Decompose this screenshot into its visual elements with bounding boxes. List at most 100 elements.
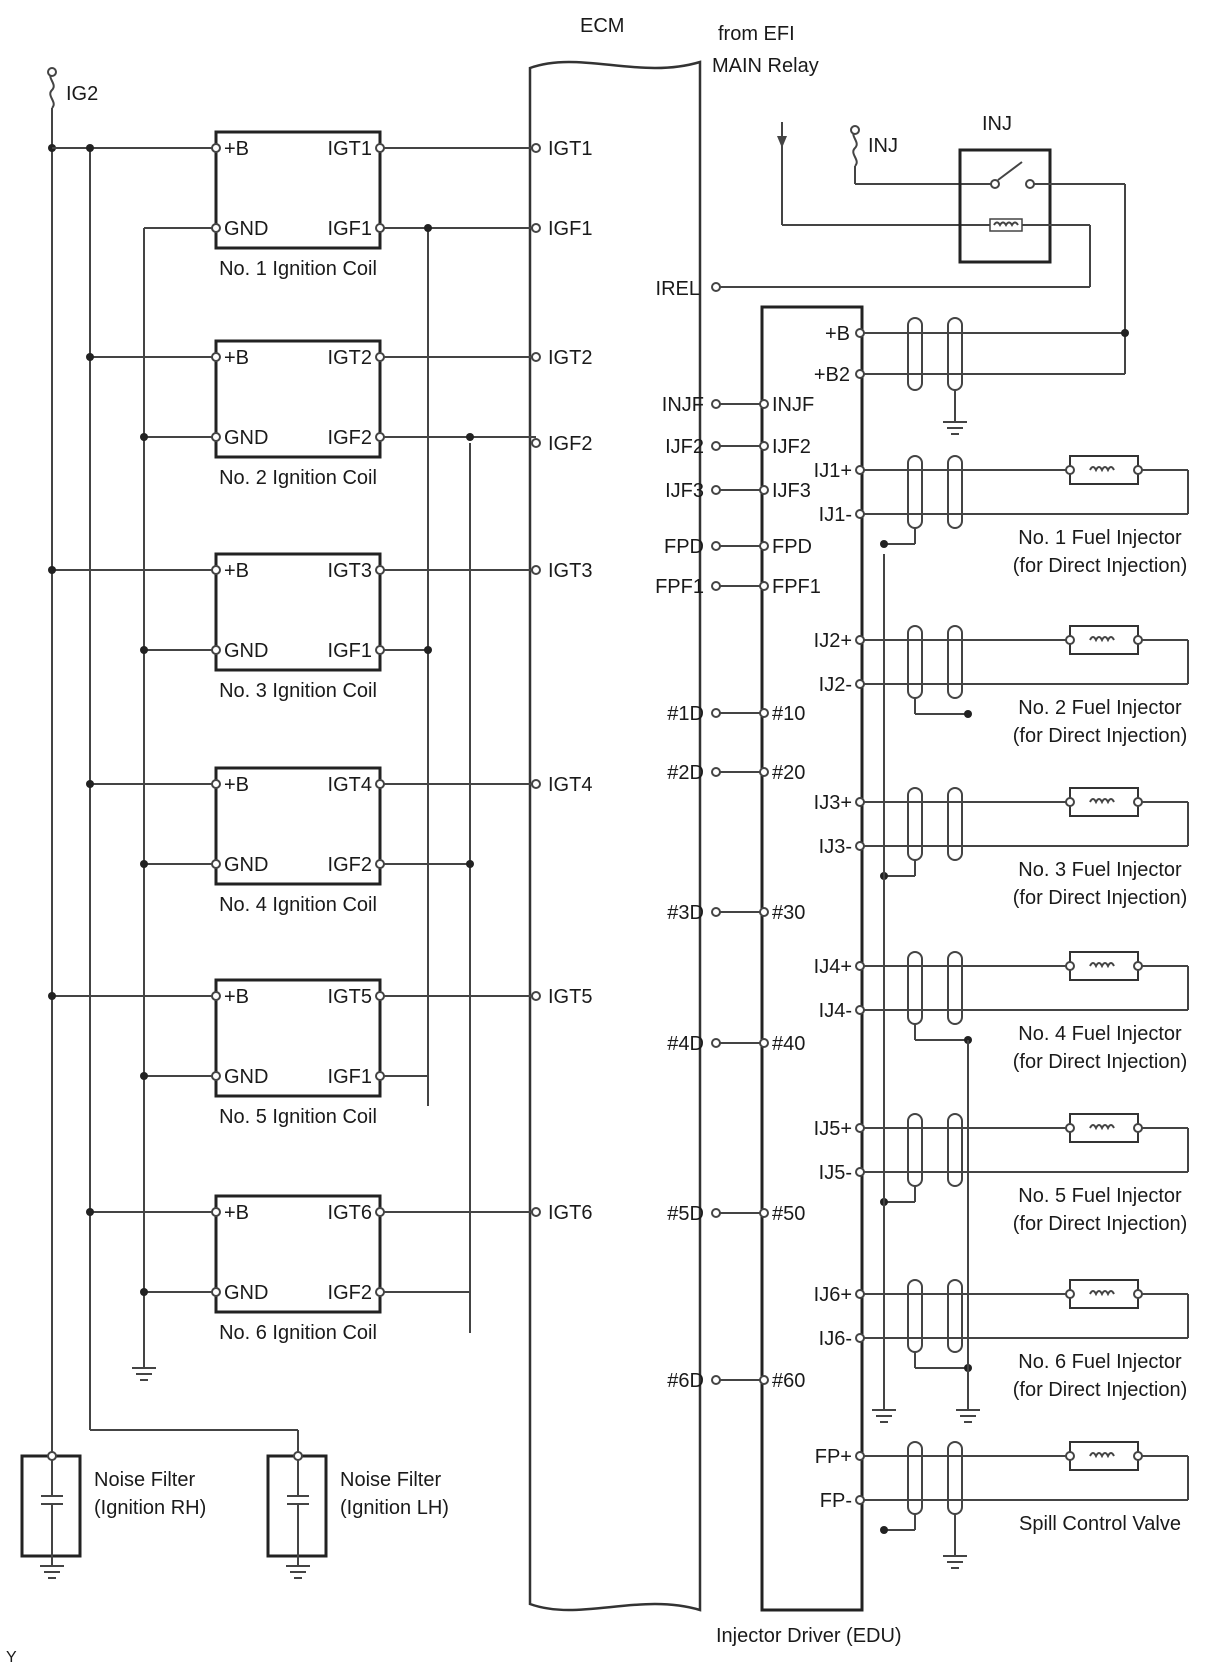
ecm-pin-label: IGT6 (548, 1202, 592, 1224)
injector-plus-label: IJ6+ (814, 1284, 852, 1306)
injector-minus-label: IJ1- (819, 504, 852, 526)
injector-plus-pin (855, 1289, 865, 1299)
ecm-pin-label: IGT5 (548, 986, 592, 1008)
irel-label: IREL (656, 278, 700, 300)
injector-7: FP+FP-Spill Control Valve (815, 1441, 1189, 1535)
ecm-right-label: INJF (662, 394, 704, 416)
shield-icon (947, 1441, 963, 1515)
coil-name-label: No. 1 Ignition Coil (219, 258, 377, 280)
injector-sub-label: (for Direct Injection) (1013, 555, 1188, 577)
fuse-ig2-terminal (47, 67, 57, 77)
edu-left-label: INJF (772, 394, 814, 416)
injector-ground-b-icon (956, 1400, 980, 1423)
injector-sub-label: (for Direct Injection) (1013, 725, 1188, 747)
inj-fuse-label: INJ (868, 135, 898, 157)
shield-icon (907, 455, 923, 529)
injector-name-label: No. 3 Fuel Injector (1018, 859, 1182, 881)
coil-gnd-pin (211, 645, 221, 655)
ecm-right-pin (711, 907, 721, 917)
edu-pin-terminal (855, 328, 865, 338)
ecm-right-label: FPD (664, 536, 704, 558)
edu-left-pin (759, 1038, 769, 1048)
injector-plus-label: FP+ (815, 1446, 852, 1468)
relay-switch-icon (990, 161, 1035, 189)
ecm-right-label: #3D (667, 902, 704, 924)
injector-terminal-b (1133, 1451, 1143, 1461)
injector-body (1069, 1113, 1139, 1143)
injector-body (1069, 1279, 1139, 1309)
coil-gnd-pin (211, 1287, 221, 1297)
coil-igt-label: IGT4 (328, 774, 372, 796)
coil-name-label: No. 3 Ignition Coil (219, 680, 377, 702)
ecm-right-pin (711, 1208, 721, 1218)
noise-filter-ground-icon (40, 1556, 64, 1579)
ecm-pin-igt4: IGT4 (531, 774, 592, 796)
edu-left-label: #50 (772, 1203, 805, 1225)
injector-body (1069, 1441, 1139, 1471)
from-efi-label-1: from EFI (718, 23, 795, 45)
ecm-pin-igt2: IGT2 (531, 347, 592, 369)
coil-gnd-pin (211, 859, 221, 869)
injector-plus-pin (855, 465, 865, 475)
efi-arrow-icon (777, 136, 787, 148)
edu-pin-label: +B2 (814, 364, 850, 386)
inj-relay-box (958, 148, 1052, 264)
ecm-edu-link-7: #2D #20 (667, 762, 805, 784)
injector-body (1069, 455, 1139, 485)
ecm-right-pin (711, 767, 721, 777)
ecm-pin-label: IGT2 (548, 347, 592, 369)
noise-filter-side: (Ignition LH) (340, 1497, 449, 1519)
shield-icon (907, 787, 923, 861)
edu-left-label: FPF1 (772, 576, 821, 598)
injector-3: IJ3+IJ3-No. 3 Fuel Injector(for Direct I… (814, 787, 1189, 909)
shield-icon (947, 1279, 963, 1353)
coil-gnd-junction (140, 1288, 148, 1296)
ecm-pin-terminal (531, 352, 541, 362)
coil-gnd-junction (140, 1072, 148, 1080)
injector-body (1069, 951, 1139, 981)
ecm-right-pin (711, 485, 721, 495)
coil-gnd-pin (211, 223, 221, 233)
injector-terminal-a (1065, 635, 1075, 645)
coil-gnd-label: GND (224, 427, 268, 449)
injector-coil-icon (1065, 1279, 1143, 1309)
coil-b-label: +B (224, 560, 249, 582)
ignition-coil-box (214, 978, 382, 1098)
edu-box (760, 305, 864, 1612)
coil-igf-label: IGF1 (328, 1066, 372, 1088)
edu-left-label: #40 (772, 1033, 805, 1055)
injector-body (1069, 787, 1139, 817)
coil-igf-pin (375, 223, 385, 233)
edu-left-pin (759, 485, 769, 495)
injector-coil-winding (1089, 1452, 1115, 1459)
edu-left-label: IJF3 (772, 480, 811, 502)
ecm-right-label: FPF1 (655, 576, 704, 598)
ecm-edu-link-8: #3D#30 (667, 902, 805, 924)
coil-b-junction-2 (86, 144, 94, 152)
ecm-right-label: #2D (667, 762, 704, 784)
ecm-pin-terminal (531, 223, 541, 233)
ecm-right-pin (711, 708, 721, 718)
ecm-right-label: IJF3 (665, 480, 704, 502)
coil-b-pin (211, 779, 221, 789)
coil-b-junction (86, 353, 94, 361)
shield-icon (947, 317, 963, 391)
ecm-edu-link-3: IJF3 IJF3 (665, 480, 811, 502)
ecm-pin-terminal (531, 438, 541, 448)
coil-b-label: +B (224, 774, 249, 796)
injector-body (1069, 625, 1139, 655)
coil-b-label: +B (224, 986, 249, 1008)
edu-pin-terminal (855, 369, 865, 379)
edu-left-label: #20 (772, 762, 805, 784)
coil-name-label: No. 2 Ignition Coil (219, 467, 377, 489)
ecm-pin-terminal (531, 991, 541, 1001)
injector-name-label: No. 5 Fuel Injector (1018, 1185, 1182, 1207)
ecm-pin-igt1: IGT1 (531, 138, 592, 160)
ecm-pin-igt5: IGT5 (531, 986, 592, 1008)
shield-icon (907, 625, 923, 699)
